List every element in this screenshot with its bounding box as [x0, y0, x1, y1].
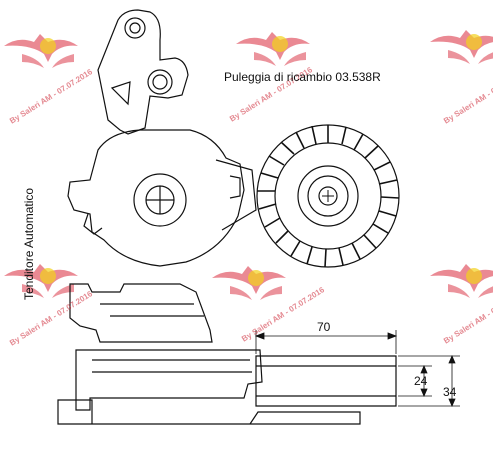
pulley-ribs: [257, 125, 400, 268]
bracket-window: [110, 81, 131, 106]
tensioner-body: [67, 129, 245, 267]
bracket-bolt-hole: [147, 69, 173, 95]
dim-70-arrow-left: [254, 332, 265, 340]
bracket-bolt-hole: [124, 17, 146, 39]
pulley-centre-mark: [322, 190, 334, 202]
body-notch: [229, 175, 241, 199]
side-view-housing: [75, 349, 263, 411]
replacement-pulley-label: Puleggia di ricambio 03.538R: [224, 70, 381, 84]
bracket-bolt-hole-inner: [129, 22, 141, 34]
pulley-hub: [297, 165, 359, 227]
dimension-width-label: 70: [317, 320, 331, 334]
pivot-slots: [146, 186, 174, 214]
dim-34-arrow-top: [448, 354, 456, 364]
pulley-side-groove: [256, 365, 396, 397]
side-view-lower: [57, 399, 361, 425]
pivot-ring: [133, 173, 187, 227]
pulley-side-profile: [255, 355, 397, 407]
tensioner-flange: [215, 159, 257, 231]
dim-24-arrow-top: [420, 364, 428, 374]
automatic-tensioner-label: Tenditore Automatico: [22, 187, 36, 300]
pulley-bolt: [318, 186, 338, 206]
dim-70-arrow-right: [387, 332, 398, 340]
dimension-outer-height-label: 34: [443, 385, 457, 399]
side-view-base: [69, 283, 213, 343]
dimension-inner-height-label: 24: [414, 374, 428, 388]
tensioner-arm: [83, 213, 103, 235]
pulley-bearing: [307, 175, 349, 217]
side-view-detail: [92, 303, 252, 373]
bracket-bolt-hole-inner: [152, 74, 168, 90]
mounting-bracket: [97, 9, 189, 135]
dim-34-arrow-bottom: [448, 398, 456, 408]
dim-24-arrow-bottom: [420, 388, 428, 398]
